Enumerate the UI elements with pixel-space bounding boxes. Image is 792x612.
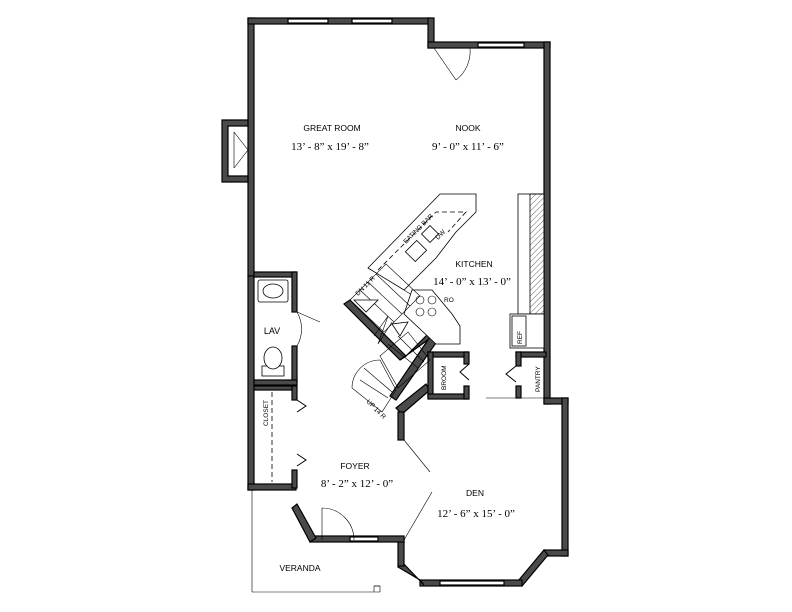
den-label: DEN bbox=[466, 488, 484, 498]
pantry-label: PANTRY bbox=[535, 366, 542, 392]
kitchen-label: KITCHEN bbox=[455, 259, 492, 269]
nook-label: NOOK bbox=[455, 123, 480, 133]
refrigerator-label: REF bbox=[517, 331, 524, 344]
foyer-dims: 8’ - 2” x 12’ - 0” bbox=[321, 478, 393, 490]
kitchen-counters bbox=[367, 193, 545, 349]
lav-label: LAV bbox=[264, 326, 280, 336]
lav-fixtures bbox=[257, 279, 289, 377]
den-dims: 12’ - 6” x 15’ - 0” bbox=[437, 508, 515, 520]
broom-closet-label: BROOM bbox=[441, 365, 448, 390]
great-room-label: GREAT ROOM bbox=[303, 123, 360, 133]
foyer-label: FOYER bbox=[340, 461, 369, 471]
closet-label: CLOSET bbox=[263, 400, 270, 426]
veranda-label: VERANDA bbox=[279, 563, 320, 573]
room-labels: GREAT ROOM 13’ - 8” x 19’ - 8” NOOK 9’ -… bbox=[264, 123, 515, 573]
door-swings bbox=[251, 47, 471, 593]
kitchen-dims: 14’ - 0” x 13’ - 0” bbox=[433, 276, 511, 288]
stairs bbox=[349, 263, 431, 413]
nook-dims: 9’ - 0” x 11’ - 6” bbox=[432, 141, 504, 153]
interior-walls bbox=[253, 271, 547, 489]
great-room-dims: 13’ - 8” x 19’ - 8” bbox=[291, 141, 369, 153]
stair-down-label: DN 11 R bbox=[354, 275, 376, 297]
range-oven-label: RO bbox=[444, 297, 454, 304]
